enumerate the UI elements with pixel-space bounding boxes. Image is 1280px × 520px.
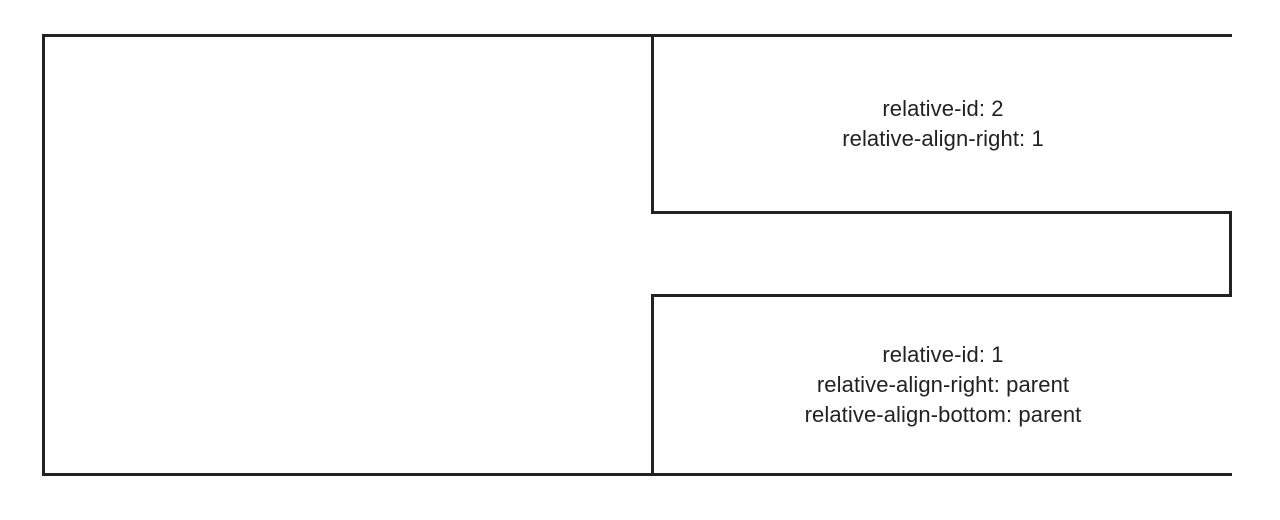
relative-box-1: relative-id: 1 relative-align-right: par…: [651, 294, 1232, 476]
relative-align-bottom-line: relative-align-bottom: parent: [804, 402, 1082, 427]
relative-box-2-label: relative-id: 2 relative-align-right: 1: [842, 94, 1044, 154]
relative-align-right-line: relative-align-right: 1: [842, 126, 1044, 151]
relative-box-1-label: relative-id: 1 relative-align-right: par…: [805, 340, 1082, 430]
relative-box-2: relative-id: 2 relative-align-right: 1: [651, 34, 1232, 214]
relative-id-line: relative-id: 1: [882, 342, 1004, 367]
relative-align-right-line: relative-align-right: parent: [816, 372, 1070, 397]
relative-id-line: relative-id: 2: [882, 96, 1004, 121]
